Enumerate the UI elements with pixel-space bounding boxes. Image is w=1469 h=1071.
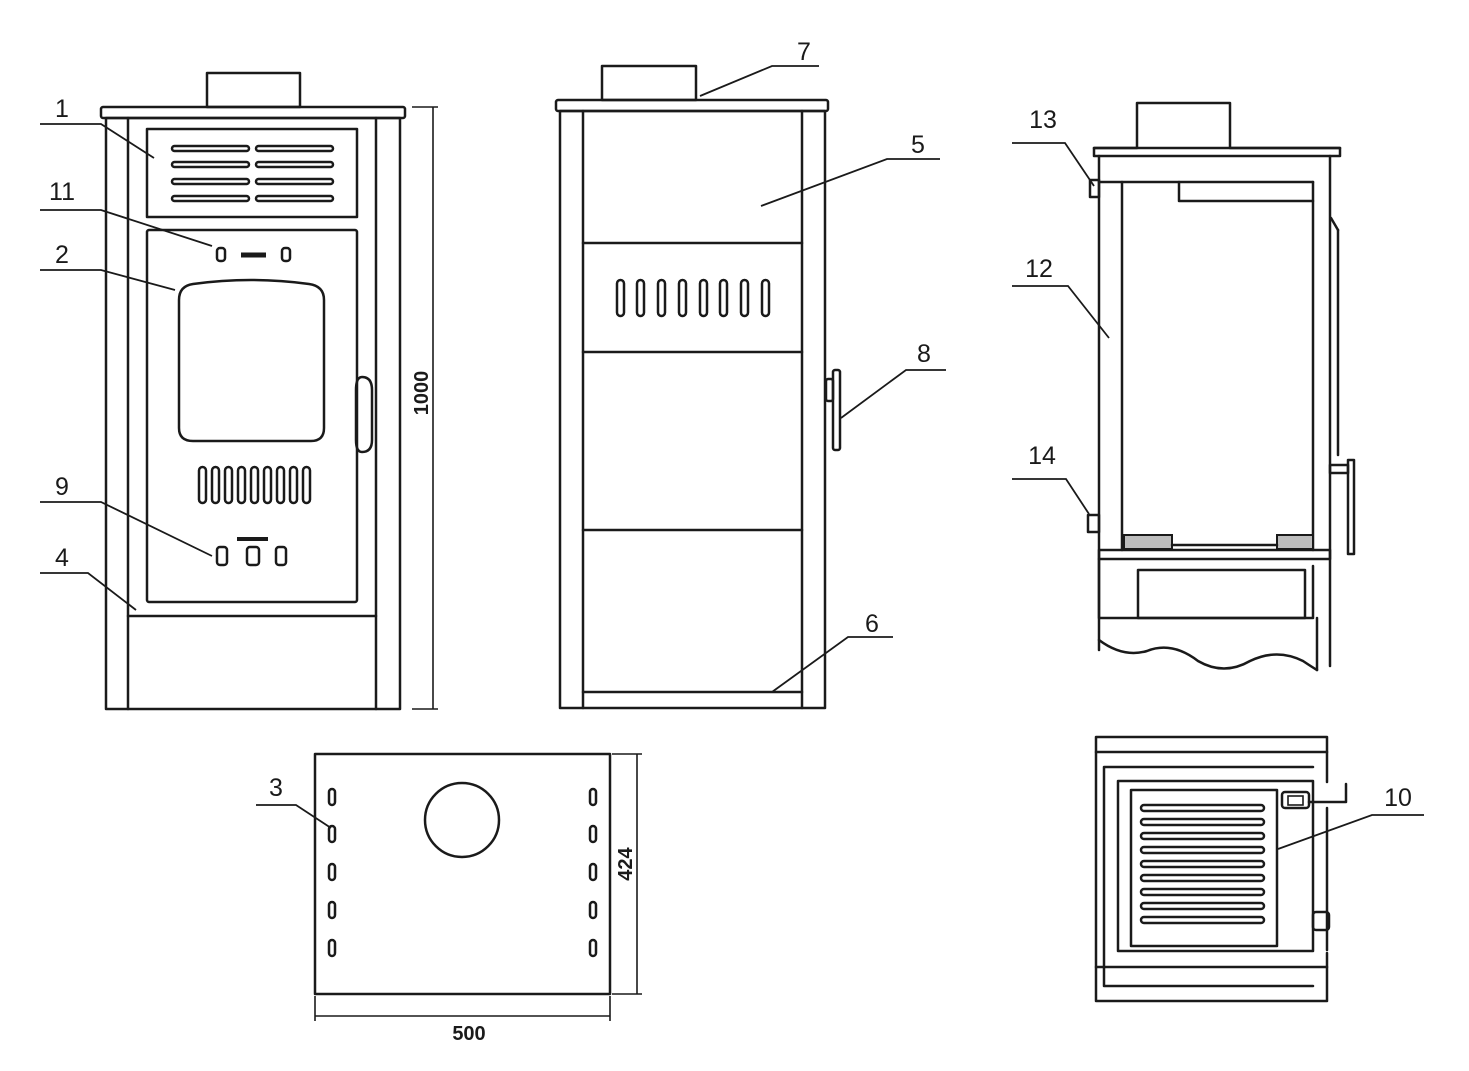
front-grille-slots (170, 144, 335, 203)
section-top-profile (1092, 101, 1342, 150)
section-ash-compartment (1097, 557, 1315, 620)
top-view-grate (1129, 788, 1279, 948)
section-grate-base (1097, 548, 1332, 561)
depth-dimension-value: 424 (615, 846, 637, 880)
front-top-air-control (215, 246, 292, 263)
plan-left-slots (327, 787, 337, 958)
front-door-handle (354, 375, 374, 454)
side-top-plate (554, 98, 830, 113)
top-view-inner-outline (1102, 765, 1315, 988)
plan-view: 424 500 (313, 752, 642, 1045)
section-view (1086, 101, 1356, 672)
section-top-air-knob (1088, 178, 1101, 199)
top-view-grate-bars (1139, 803, 1266, 925)
side-door-handle (824, 368, 842, 452)
front-view: 1000 (99, 71, 438, 711)
plan-flue-opening (423, 781, 501, 859)
side-view (554, 64, 842, 710)
callout-3: 3 (269, 774, 283, 802)
front-door-glass (177, 278, 326, 443)
section-bottom-air-knob (1086, 513, 1101, 534)
section-door-hinge (1329, 216, 1340, 232)
height-dimension-line (412, 106, 438, 710)
side-flue-pipe (600, 64, 698, 102)
callout-9: 9 (55, 473, 69, 501)
section-top-plate (1092, 146, 1342, 158)
callout-6: 6 (865, 610, 879, 638)
callout-4: 4 (55, 544, 69, 572)
side-vent-slots (615, 278, 771, 318)
callout-8: 8 (917, 340, 931, 368)
callout-2: 2 (55, 241, 69, 269)
side-body (558, 109, 827, 710)
depth-dimension-line (612, 753, 642, 995)
top-view-firebox (1116, 779, 1315, 953)
callout-1: 1 (55, 95, 69, 123)
plan-right-slots (588, 787, 598, 958)
section-baffle-plate (1177, 180, 1315, 203)
callout-12: 12 (1025, 255, 1053, 283)
callout-7: 7 (797, 38, 811, 66)
section-ash-drawer (1136, 568, 1307, 620)
front-body (104, 116, 402, 711)
callout-14: 14 (1028, 442, 1056, 470)
top-view-outline (1094, 735, 1329, 1003)
section-break-line (1097, 638, 1319, 672)
front-flue-pipe (205, 71, 302, 109)
callout-11: 11 (49, 178, 75, 206)
section-door-handle (1328, 458, 1356, 556)
width-dimension-line (314, 996, 611, 1021)
plan-outline (313, 752, 612, 996)
front-door-vent-slots (197, 465, 312, 505)
height-dimension-value: 1000 (411, 371, 433, 416)
front-top-plate (99, 105, 407, 120)
width-dimension-value: 500 (452, 1023, 485, 1045)
section-grate (1123, 534, 1314, 550)
callout-5: 5 (911, 131, 925, 159)
front-bottom-air-control (215, 537, 288, 567)
front-air-grille (145, 127, 359, 219)
top-view (1094, 735, 1348, 1003)
callout-13: 13 (1029, 106, 1057, 134)
callout-labels: 1 11 2 9 4 3 7 5 8 6 13 12 14 10 (49, 38, 1412, 812)
leader-lines (40, 65, 1424, 850)
callout-10: 10 (1384, 784, 1412, 812)
